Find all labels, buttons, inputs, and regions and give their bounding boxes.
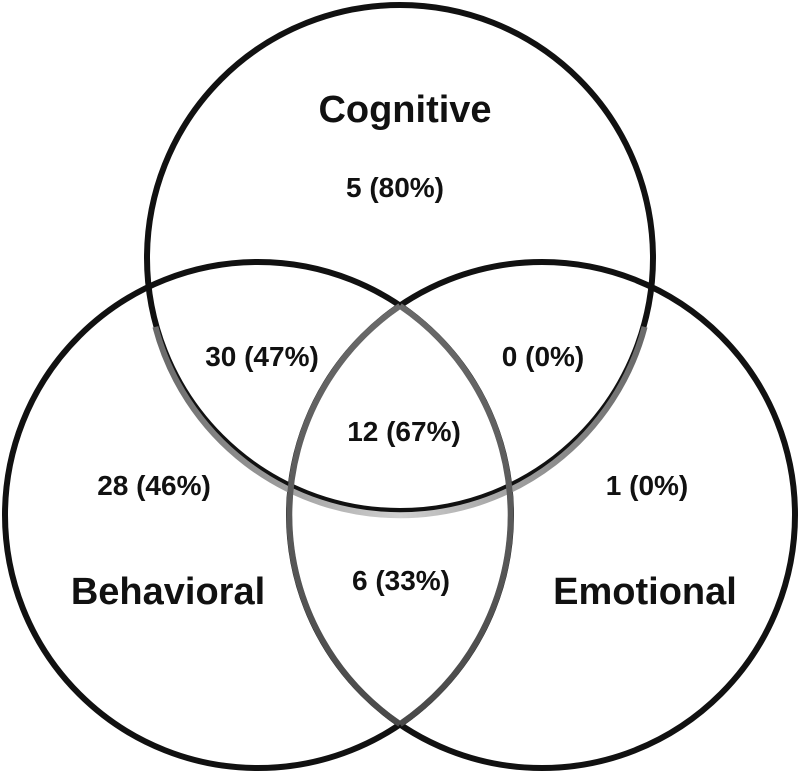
behavioral-inner-arc [398,303,514,727]
emotional-inner-arc [286,303,402,727]
region-cognitive-behavioral: 30 (47%) [205,341,319,372]
region-behavioral-only: 28 (46%) [97,470,211,501]
region-cognitive-only: 5 (80%) [346,172,444,203]
region-emotional-only: 1 (0%) [606,470,688,501]
region-behavioral-emotional: 6 (33%) [352,565,450,596]
cognitive-circle [144,2,656,514]
emotional-set-label: Emotional [553,571,737,613]
region-all-three: 12 (67%) [347,416,461,447]
cognitive-inner-arc [152,326,648,519]
cognitive-set-label: Cognitive [318,89,491,131]
region-cognitive-emotional: 0 (0%) [502,341,584,372]
behavioral-set-label: Behavioral [71,571,265,613]
